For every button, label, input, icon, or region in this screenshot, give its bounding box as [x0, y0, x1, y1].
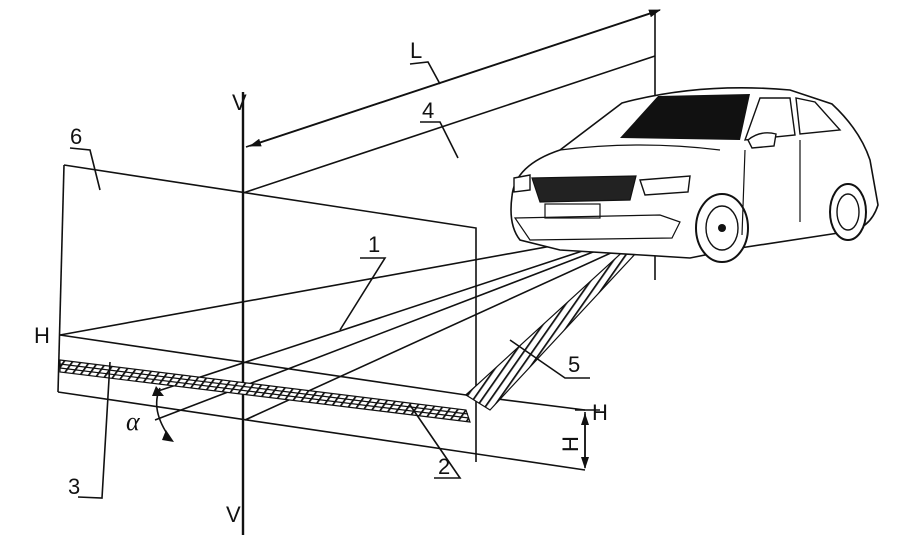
- ground-beam-hatched: [465, 235, 652, 411]
- callout-leaders: [69, 61, 590, 499]
- callout-1: 1: [368, 232, 380, 257]
- distance-label: L: [410, 38, 422, 63]
- callout-3: 3: [68, 474, 80, 499]
- callout-6: 6: [70, 124, 82, 149]
- height-arrow: [575, 409, 600, 469]
- callout-2: 2: [438, 454, 450, 479]
- angle-marker: [152, 386, 174, 442]
- car-illustration: [510, 86, 879, 263]
- horizontal-axis-label-left: H: [34, 323, 50, 348]
- callout-5: 5: [568, 352, 580, 377]
- angle-label: α: [126, 407, 141, 436]
- vertical-axis-label-bottom: V: [226, 502, 241, 527]
- horizontal-axis-label-right: H: [592, 400, 608, 425]
- height-label: H: [558, 436, 583, 452]
- distance-arrow: [245, 9, 661, 148]
- screen-panel: [57, 164, 586, 471]
- cutoff-strips: [59, 359, 471, 423]
- vertical-axis-label-top: V: [232, 90, 247, 115]
- callout-4: 4: [422, 98, 434, 123]
